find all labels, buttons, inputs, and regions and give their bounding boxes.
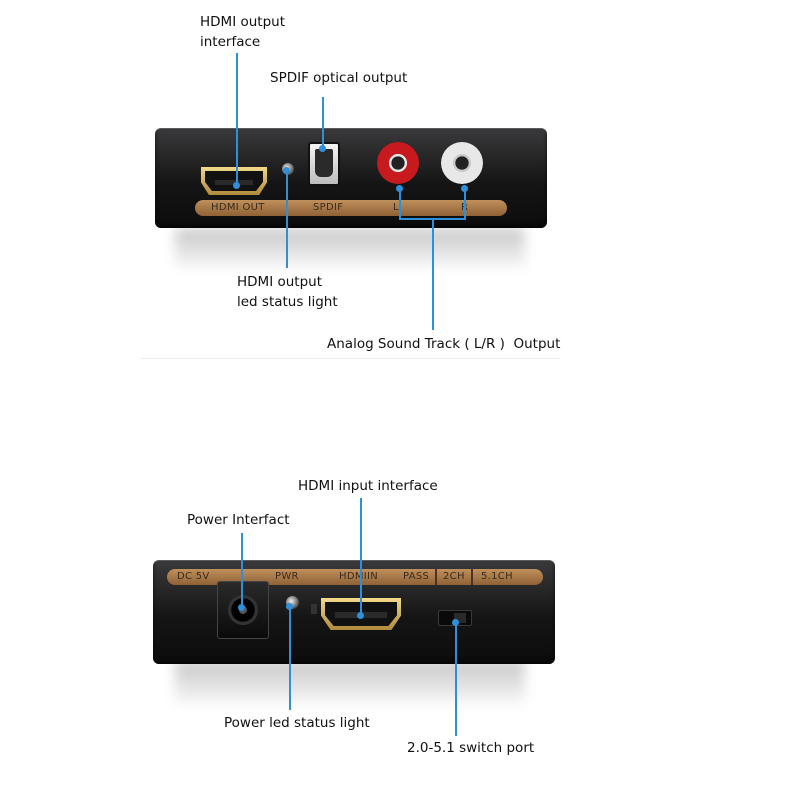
strip-separator-2: [471, 569, 473, 585]
strip-separator-1: [435, 569, 437, 585]
callout-dot-hdmi-led: [283, 167, 290, 174]
callout-line-hdmi-led: [286, 170, 288, 268]
callout-line-analog: [432, 218, 434, 330]
callout-dot-hdmi-input: [357, 612, 364, 619]
callout-dot-switch: [452, 619, 459, 626]
callout-line-rca-right: [464, 188, 466, 220]
callout-analog-sound-track: Analog Sound Track ( L/R ) Output: [327, 336, 561, 352]
callout-hdmi-input-interface: HDMI input interface: [298, 478, 438, 494]
strip-label-pass: PASS: [403, 571, 430, 582]
bottom-device-shadow: [175, 660, 525, 704]
section-divider: [140, 358, 560, 359]
callout-line-hdmi-output: [236, 53, 238, 185]
strip-label-spdif: SPDIF: [313, 202, 344, 213]
strip-label-2ch: 2CH: [443, 571, 465, 582]
hdmi-output-port: [201, 167, 267, 195]
callout-dot-spdif: [319, 145, 326, 152]
bottom-device-panel: DC 5V PWR HDMIIN PASS 2CH 5.1CH: [153, 560, 555, 664]
callout-dot-power-led: [286, 603, 293, 610]
callout-line-rca-left: [399, 188, 401, 220]
callout-dot-power: [238, 604, 245, 611]
strip-label-pwr: PWR: [275, 571, 299, 582]
callout-line-hdmi-input: [360, 498, 362, 616]
small-divider-mark: [311, 604, 317, 614]
callout-dot-rca-right: [461, 185, 468, 192]
strip-label-dc5v: DC 5V: [177, 571, 210, 582]
callout-hdmi-output-interface-line2: interface: [200, 34, 261, 50]
rca-right-white-jack: [441, 142, 483, 184]
callout-line-spdif-h: [322, 97, 324, 149]
strip-label-hdmi-out: HDMI OUT: [211, 202, 265, 213]
strip-label-hdmi-in: HDMIIN: [339, 571, 379, 582]
top-device-panel: HDMI OUT SPDIF L R: [155, 128, 547, 228]
strip-label-51ch: 5.1CH: [481, 571, 513, 582]
callout-hdmi-led-line2: led status light: [237, 294, 338, 310]
callout-line-power-led: [289, 606, 291, 710]
strip-label-l: L: [393, 202, 399, 213]
callout-power-led: Power led status light: [224, 715, 370, 731]
callout-line-power: [241, 533, 243, 608]
callout-line-switch: [455, 622, 457, 736]
callout-switch-port: 2.0-5.1 switch port: [407, 740, 535, 756]
top-device-shadow: [175, 228, 525, 268]
top-label-strip: HDMI OUT SPDIF L R: [195, 200, 507, 216]
callout-dot-hdmi-output: [233, 182, 240, 189]
callout-spdif-optical-output: SPDIF optical output: [270, 70, 408, 86]
callout-dot-rca-left: [396, 185, 403, 192]
callout-hdmi-led-line1: HDMI output: [237, 274, 322, 290]
callout-power-interface: Power Interfact: [187, 512, 290, 528]
callout-hdmi-output-interface-line1: HDMI output: [200, 14, 285, 30]
rca-left-red-jack: [377, 142, 419, 184]
channel-switch-knob: [454, 613, 466, 623]
